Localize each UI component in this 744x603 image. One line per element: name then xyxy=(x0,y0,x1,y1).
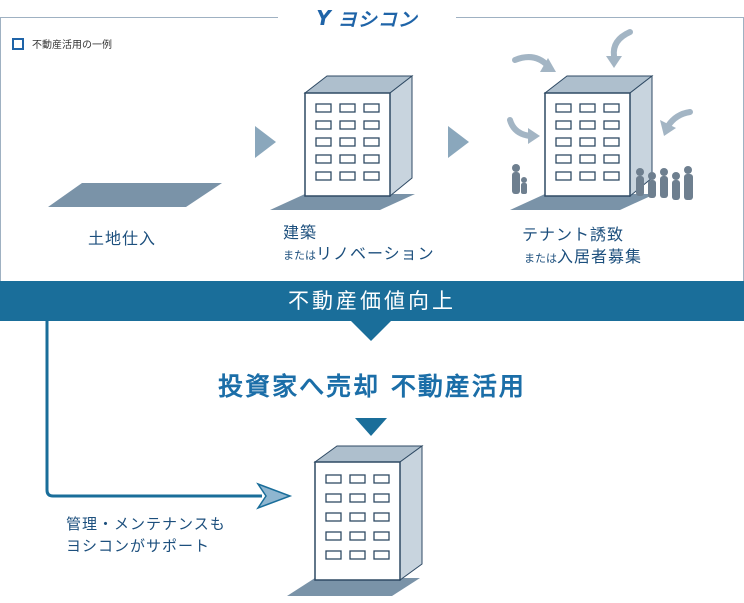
step-arrow-icon xyxy=(448,126,469,158)
step-tenant-sub-large: 入居者募集 xyxy=(557,247,643,266)
brand-logo: Y ヨシコン xyxy=(278,6,456,31)
support-note: 管理・メンテナンスも ヨシコンがサポート xyxy=(66,513,226,557)
support-connector-line xyxy=(45,321,262,498)
building-with-tenants-icon xyxy=(510,74,655,210)
down-arrow-icon xyxy=(355,418,387,436)
step-build-sub-large: リノベーション xyxy=(316,244,435,263)
brand-name: ヨシコン xyxy=(337,8,418,31)
connector-arrowhead-icon xyxy=(256,482,293,510)
curved-arrowhead-icon xyxy=(660,120,676,136)
legend-square-icon xyxy=(12,37,24,50)
step-land-title: 土地仕入 xyxy=(88,229,157,248)
curved-arrowhead-icon xyxy=(528,128,540,144)
land-parcel-icon xyxy=(48,183,222,207)
legend: 不動産活用の一例 xyxy=(12,36,112,51)
down-arrow-icon xyxy=(351,321,391,341)
curved-arrowhead-icon xyxy=(540,58,556,72)
support-note-line1: 管理・メンテナンスも xyxy=(66,515,226,533)
yoshicon-logo-icon: Y xyxy=(316,6,332,30)
step-build-title: 建築 xyxy=(283,223,318,242)
people-silhouette-icon xyxy=(512,164,693,200)
value-increase-band: 不動産価値向上 xyxy=(0,281,744,321)
sale-utilization-headline: 投資家へ売却 不動産活用 xyxy=(218,372,526,401)
step-tenant-sub: または入居者募集 xyxy=(524,243,642,267)
step-arrow-icon xyxy=(255,126,276,158)
building-icon xyxy=(270,74,415,210)
legend-label: 不動産活用の一例 xyxy=(32,40,112,51)
building-icon xyxy=(287,445,424,596)
step-tenant-title: テナント誘致 xyxy=(522,225,625,244)
support-note-line2: ヨシコンがサポート xyxy=(66,537,211,555)
curved-arrowhead-icon xyxy=(606,56,622,68)
step-tenant-sub-small: または xyxy=(524,252,557,265)
step-build-sub-small: または xyxy=(283,249,316,262)
step-build-sub: またはリノベーション xyxy=(283,240,435,264)
